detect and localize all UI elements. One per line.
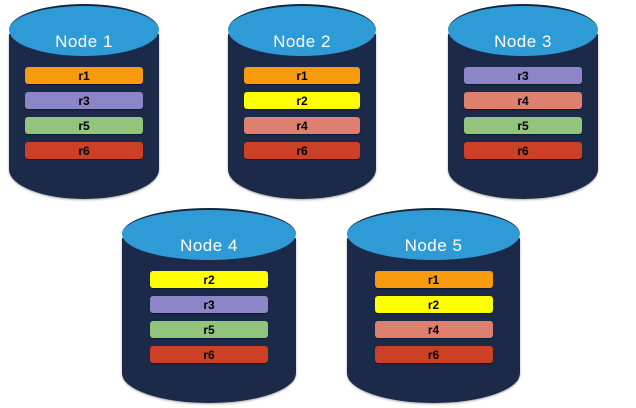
replica-list: r1 r2 r4 r6 [347,271,520,363]
replica-bar-r4[interactable]: r4 [464,92,582,109]
replica-bar-r2[interactable]: r2 [150,271,268,288]
replica-bar-r5[interactable]: r5 [150,321,268,338]
node-title: Node 1 [55,32,113,51]
node-5[interactable]: Node 5 r1 r2 r4 r6 [347,208,520,403]
node-cylinder-body [448,34,598,199]
replica-label: r6 [517,143,529,158]
replica-bar-r1[interactable]: r1 [374,271,493,288]
replica-bar-r6[interactable]: r6 [244,142,360,159]
replica-bar-r3[interactable]: r3 [150,296,268,313]
replica-label: r3 [78,93,90,108]
replica-bar-r1[interactable]: r1 [25,67,143,84]
node-cylinder-top [122,208,296,260]
replica-bar-r2[interactable]: r2 [374,296,493,313]
replica-label: r6 [427,347,440,362]
replica-label: r4 [296,118,308,133]
replica-bar-r6[interactable]: r6 [150,346,268,363]
node-title: Node 5 [404,236,463,255]
node-title: Node 2 [273,32,331,51]
replica-label: r3 [203,297,215,312]
replica-label: r6 [203,347,215,362]
replica-label: r6 [78,143,90,158]
replica-bar-r2[interactable]: r2 [244,92,360,109]
replica-label: r5 [78,118,90,133]
replica-label: r3 [517,68,529,83]
replica-bar-r4[interactable]: r4 [244,117,360,134]
node-cylinder-body [347,238,520,403]
replica-list: r3 r4 r5 r6 [448,67,598,159]
replica-label: r2 [296,93,308,108]
node-4[interactable]: Node 4 r2 r3 r5 r6 [122,208,296,403]
node-title: Node 3 [494,32,552,51]
replica-bar-r3[interactable]: r3 [25,92,143,109]
replica-bar-r5[interactable]: r5 [464,117,582,134]
node-cylinder-top [9,4,159,56]
node-cylinder-top [228,4,376,56]
replica-list: r2 r3 r5 r6 [122,271,296,363]
node-cylinder-top [347,208,520,260]
replica-label: r1 [78,68,90,83]
replica-label: r4 [427,322,440,337]
replica-label: r1 [427,272,440,287]
replica-bar-r6[interactable]: r6 [374,346,493,363]
replica-list: r1 r2 r4 r6 [228,67,376,159]
replica-list: r1 r3 r5 r6 [9,67,159,159]
replica-label: r4 [517,93,529,108]
replica-label: r6 [296,143,308,158]
replica-label: r1 [296,68,308,83]
node-cylinder-body [9,34,159,199]
node-3[interactable]: Node 3 r3 r4 r5 r6 [448,4,598,199]
node-cylinder-top [448,4,598,56]
node-title: Node 4 [180,236,238,255]
replica-label: r5 [203,322,215,337]
replica-bar-r1[interactable]: r1 [244,67,360,84]
replica-label: r5 [517,118,529,133]
replica-bar-r4[interactable]: r4 [374,321,493,338]
node-1[interactable]: Node 1 r1 r3 r5 r6 [9,4,159,199]
replica-label: r2 [427,297,440,312]
replica-bar-r3[interactable]: r3 [464,67,582,84]
replica-bar-r6[interactable]: r6 [464,142,582,159]
replica-bar-r6[interactable]: r6 [25,142,143,159]
node-cylinder-body [122,238,296,403]
replica-label: r2 [203,272,215,287]
node-2[interactable]: Node 2 r1 r2 r4 r6 [228,4,376,199]
node-cylinder-body [228,34,376,199]
replica-bar-r5[interactable]: r5 [25,117,143,134]
